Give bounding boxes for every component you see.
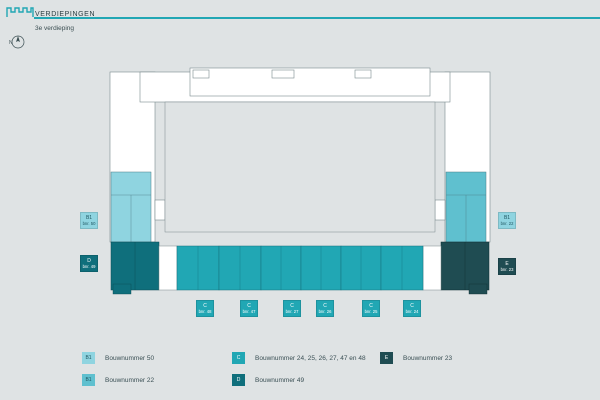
- section-title: VERDIEPINGEN: [35, 11, 96, 18]
- unit-interior-walls: [197, 246, 403, 290]
- legend-label-e: Bouwnummer 23: [403, 355, 453, 362]
- unit-bouwnummer-49: [110, 241, 160, 295]
- legend-label-bn22: Bouwnummer 22: [105, 377, 155, 384]
- legend-swatch-d: D: [232, 374, 245, 386]
- legend-label-c: Bouwnummer 24, 25, 26, 27, 47 en 48: [255, 355, 366, 362]
- stair-core-left: [158, 245, 178, 291]
- header-divider: [34, 17, 600, 19]
- compass-icon: N: [9, 35, 25, 49]
- castle-logo-icon: [6, 7, 34, 17]
- stair-core-right: [422, 245, 442, 291]
- unit-bouwnummer-50: [110, 171, 152, 243]
- units-c-row: [176, 245, 424, 291]
- legend-swatch-bn22: B1: [82, 374, 95, 386]
- legend-swatch-bn50: B1: [82, 352, 95, 364]
- legend-swatch-c: C: [232, 352, 245, 364]
- unit-bouwnummer-23: [440, 241, 490, 295]
- legend-label-bn50: Bouwnummer 50: [105, 355, 155, 362]
- top-bar: VERDIEPINGEN 3e verdieping: [0, 0, 600, 32]
- compass-letter: N: [9, 40, 13, 46]
- legend-label-d: Bouwnummer 49: [255, 377, 305, 384]
- legend-swatch-e: E: [380, 352, 393, 364]
- courtyard: [164, 101, 436, 233]
- floor-title: 3e verdieping: [35, 25, 75, 32]
- unit-bouwnummer-22: [445, 171, 487, 243]
